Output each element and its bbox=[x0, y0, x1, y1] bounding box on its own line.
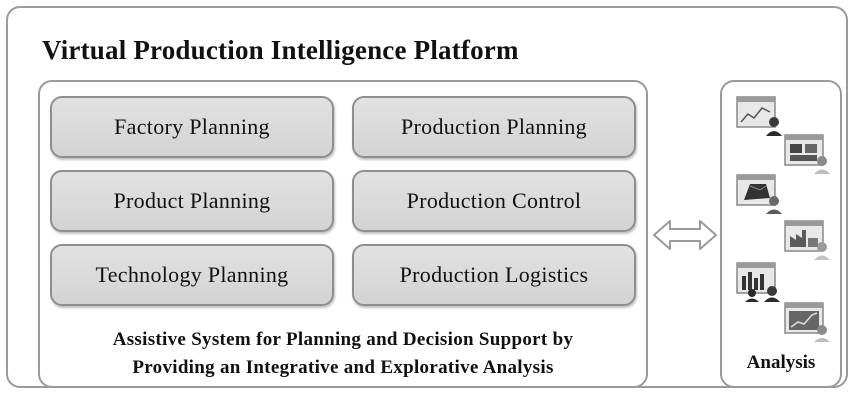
assistive-system-line-1: Assistive System for Planning and Decisi… bbox=[112, 329, 574, 350]
module-production-planning: Production Planning bbox=[352, 96, 636, 158]
module-product-planning: Product Planning bbox=[50, 170, 334, 232]
platform-title: Virtual Production Intelligence Platform bbox=[42, 35, 519, 65]
module-factory-planning: Factory Planning bbox=[50, 96, 334, 158]
trend-chart-screen-icon bbox=[784, 302, 830, 342]
platform-frame: Virtual Production Intelligence Platform… bbox=[6, 6, 848, 388]
3d-model-screen-icon bbox=[736, 174, 782, 214]
assistive-system-caption: Assistive System for Planning and Decisi… bbox=[40, 326, 646, 382]
factory-screen-icon bbox=[784, 220, 830, 260]
module-technology-planning: Technology Planning bbox=[50, 244, 334, 306]
module-production-logistics: Production Logistics bbox=[352, 244, 636, 306]
analysis-panel: Analysis bbox=[720, 80, 842, 388]
bar-chart-screen-icon bbox=[736, 262, 780, 302]
planning-modules-panel: Factory Planning Production Planning Pro… bbox=[38, 80, 648, 388]
assistive-system-line-2: Providing an Integrative and Explorative… bbox=[132, 357, 554, 378]
line-chart-screen-icon bbox=[736, 96, 782, 136]
analysis-label: Analysis bbox=[746, 352, 816, 373]
dashboard-screen-icon bbox=[784, 134, 830, 174]
module-production-control: Production Control bbox=[352, 170, 636, 232]
double-arrow-icon bbox=[653, 220, 717, 250]
